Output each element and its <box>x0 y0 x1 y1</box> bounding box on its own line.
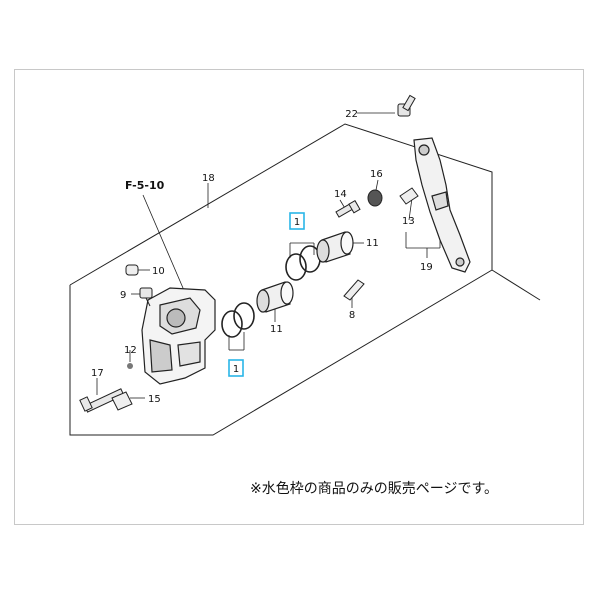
retainer-clip <box>399 187 419 205</box>
piston-seals-upper <box>285 245 321 281</box>
caliper-body <box>141 287 216 385</box>
piston-seals-lower <box>221 302 255 338</box>
pad-spring <box>343 279 365 301</box>
bleeder-screw <box>139 287 153 307</box>
bleeder-cap <box>125 264 139 276</box>
reference-label: F-5-10 <box>125 179 165 192</box>
part-label-15: 15 <box>148 394 161 405</box>
footer-note: ※水色枠の商品のみの販売ページです。 <box>250 481 499 497</box>
part-label-12: 12 <box>124 345 137 356</box>
diagram-frame <box>14 69 584 525</box>
part-label-10: 10 <box>152 266 165 277</box>
pad-pin <box>335 199 361 218</box>
piston-lower <box>256 281 294 313</box>
plug <box>367 189 383 207</box>
part-label-16: 16 <box>370 169 383 180</box>
part-label-13: 13 <box>402 216 415 227</box>
part-label-18: 18 <box>202 173 215 184</box>
caliper-bracket <box>413 137 471 273</box>
part-label-14: 14 <box>334 189 347 200</box>
part-label-19: 19 <box>420 262 433 273</box>
part-label-22: 22 <box>345 109 358 120</box>
piston-upper <box>316 231 354 263</box>
part-label-1-top: 1 <box>294 217 300 228</box>
mount-bolt <box>397 94 416 117</box>
part-label-1-bottom: 1 <box>233 364 239 375</box>
highlight-box-part1-top <box>289 212 305 230</box>
part-label-11-top: 11 <box>366 238 379 249</box>
highlight-box-part1-bottom <box>228 359 244 377</box>
pin-boot <box>111 391 133 411</box>
slide-pin <box>79 388 125 413</box>
part-label-17: 17 <box>91 368 104 379</box>
part-label-8: 8 <box>349 310 355 321</box>
group-outline-tail <box>491 269 541 301</box>
screw-12 <box>127 363 133 369</box>
part-label-11-bottom: 11 <box>270 324 283 335</box>
part-label-9: 9 <box>120 290 126 301</box>
